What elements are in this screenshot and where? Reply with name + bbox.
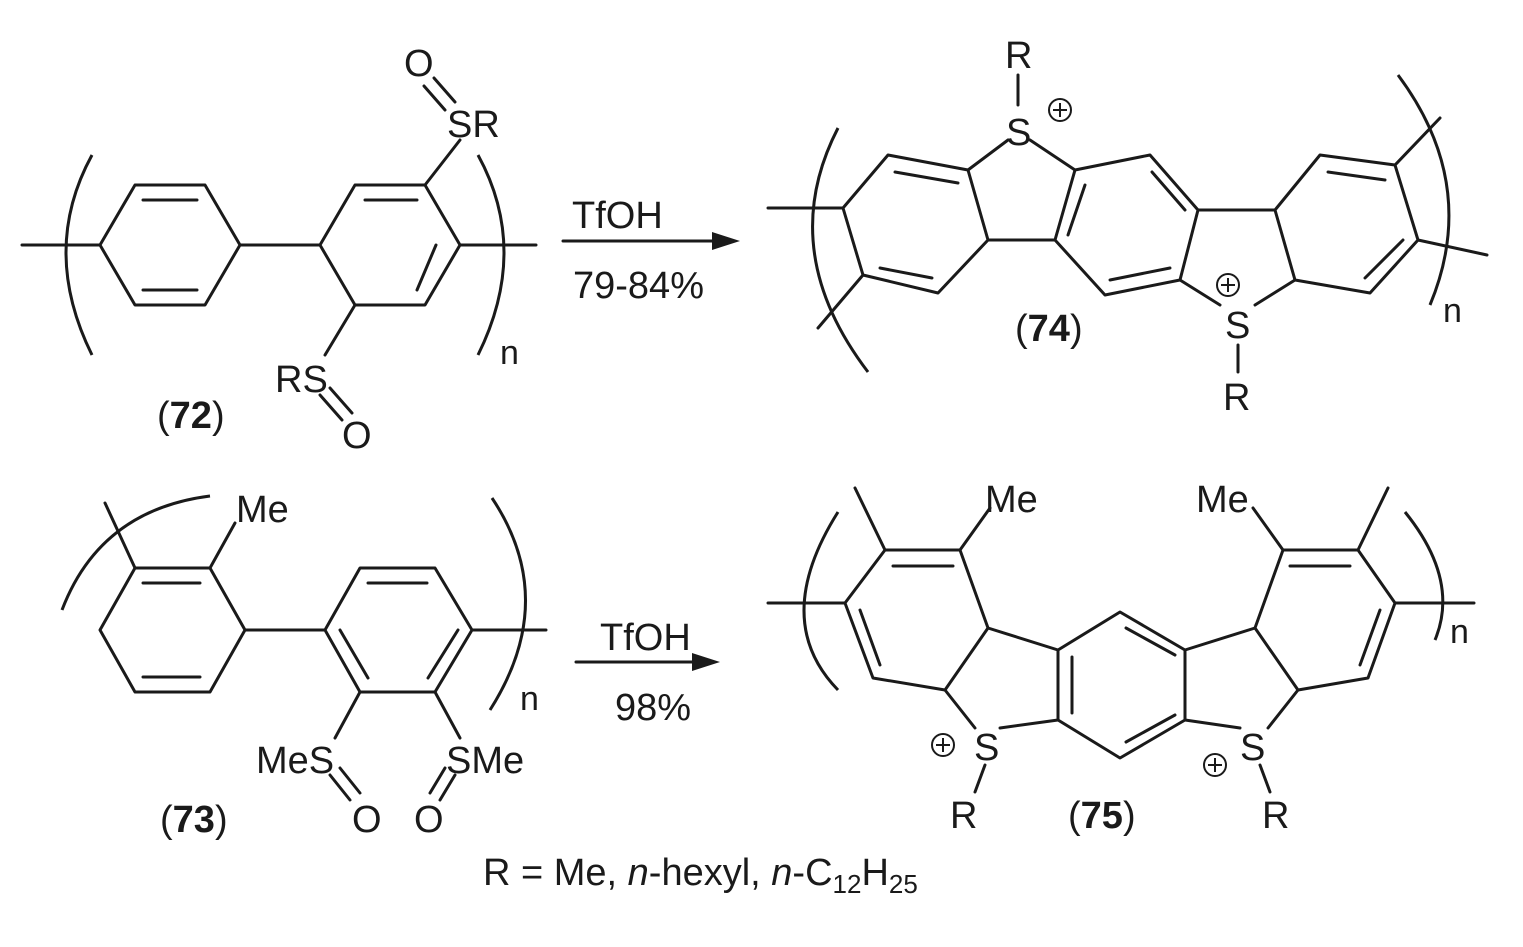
compound-74-structure [766, 73, 1489, 374]
compound-72-bottom-sulfinyl: RS [275, 359, 328, 401]
reaction-2-arrow [574, 653, 720, 671]
compound-75-right-r: R [1262, 795, 1289, 837]
r-group-definition: R = Me, n-hexyl, n-C12H25 [483, 852, 918, 899]
compound-74-bottom-r: R [1223, 377, 1250, 419]
compound-75-right-methyl: Me [1196, 479, 1249, 521]
compound-73-methyl: Me [236, 489, 289, 531]
compound-72-top-sulfinyl: SR [447, 104, 500, 146]
reaction-1-arrow [561, 232, 740, 250]
compound-75-label: (75) [1068, 795, 1136, 837]
compound-72-repeat-n: n [500, 334, 519, 372]
reaction-1-reagent: TfOH [572, 195, 663, 237]
compound-74-top-sulfonium: S [1006, 112, 1031, 154]
compound-72-label: (72) [157, 395, 225, 437]
compound-74-top-r: R [1005, 35, 1032, 77]
compound-74-label: (74) [1015, 308, 1083, 350]
compound-73-label: (73) [160, 799, 228, 841]
reaction-2-yield: 98% [615, 687, 691, 729]
compound-75-repeat-n: n [1450, 613, 1469, 651]
compound-75-left-methyl: Me [985, 479, 1038, 521]
reaction-2-reagent: TfOH [600, 617, 691, 659]
compound-73-left-oxygen: O [352, 799, 382, 841]
compound-73-right-sulfinyl: SMe [446, 740, 524, 782]
compound-72-top-oxygen: O [404, 43, 434, 85]
compound-73-right-oxygen: O [414, 799, 444, 841]
compound-75-left-sulfonium: S [974, 727, 999, 769]
reaction-1-yield: 79-84% [573, 265, 704, 307]
compound-74-bottom-sulfonium: S [1225, 305, 1250, 347]
compound-73-left-sulfinyl: MeS [256, 740, 334, 782]
compound-73-structure [60, 494, 548, 802]
compound-73-repeat-n: n [520, 680, 539, 718]
compound-72-structure [20, 76, 538, 422]
compound-75-structure [766, 486, 1476, 794]
compound-72-bottom-oxygen: O [342, 415, 372, 457]
compound-74-repeat-n: n [1443, 292, 1462, 330]
compound-75-right-sulfonium: S [1240, 727, 1265, 769]
compound-75-left-r: R [950, 795, 977, 837]
